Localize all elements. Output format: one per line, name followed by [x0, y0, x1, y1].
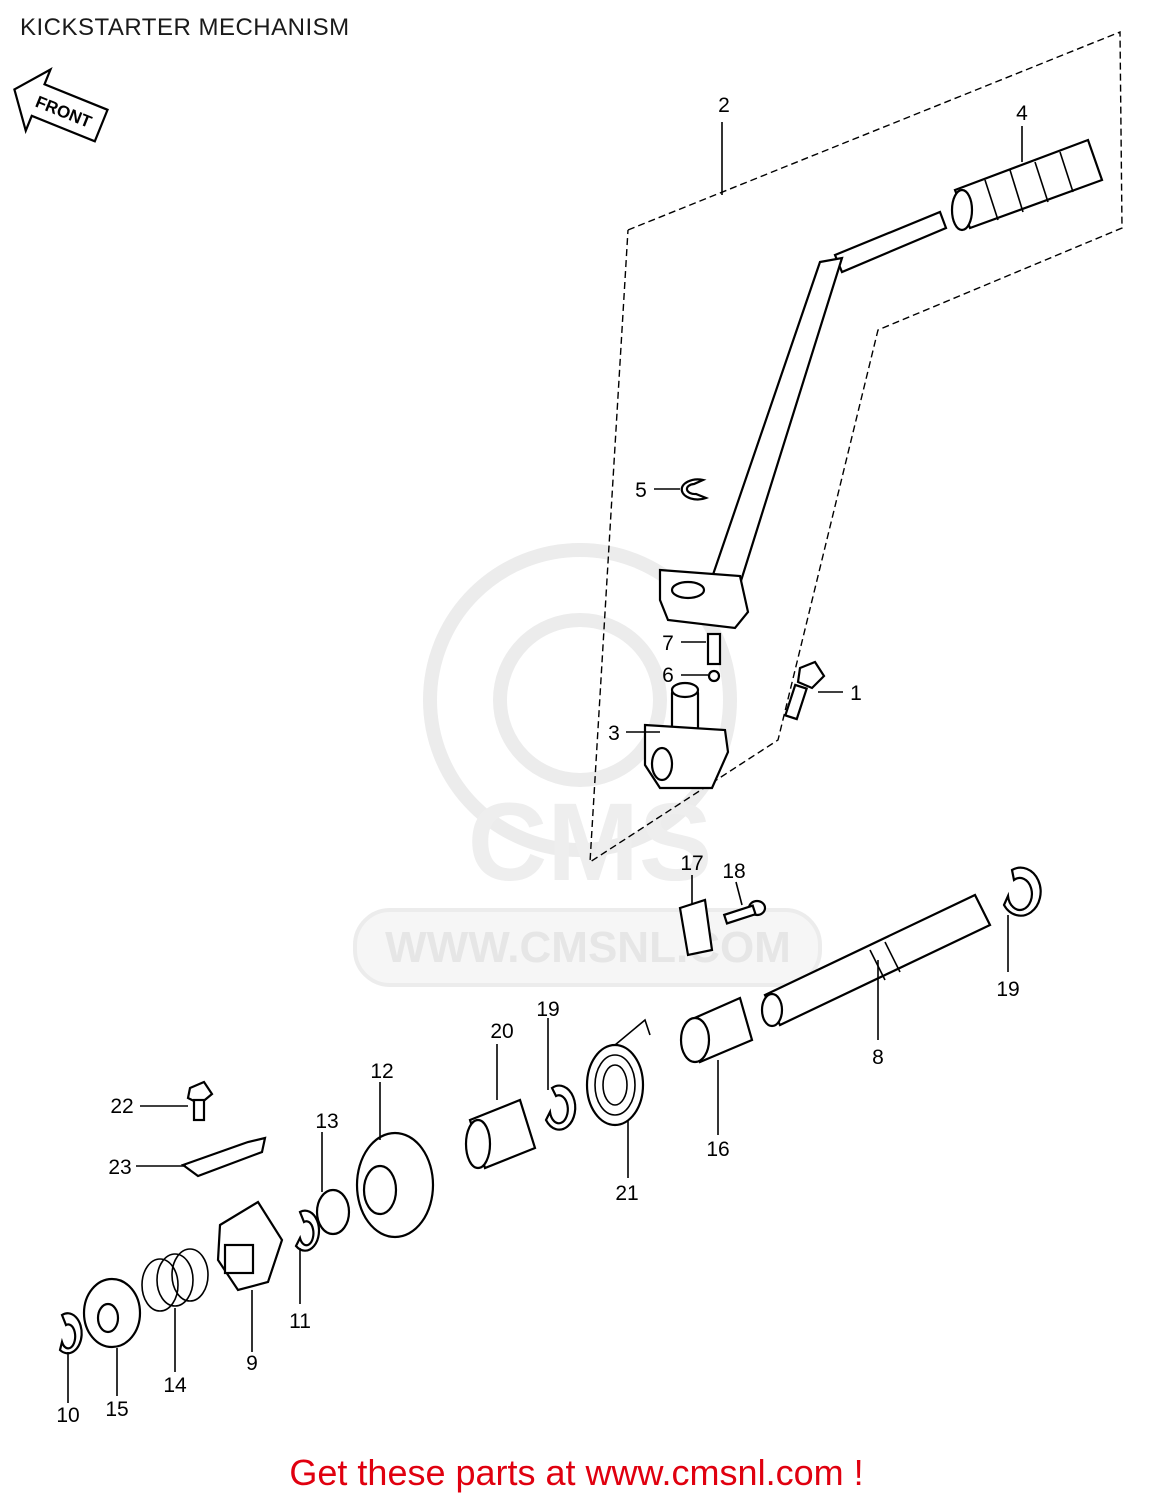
- callout-18: 18: [722, 860, 745, 883]
- callout-19-middle: 19: [536, 998, 559, 1021]
- gear-part-12: [355, 1131, 435, 1239]
- callout-4: 4: [1016, 102, 1028, 125]
- callout-23: 23: [108, 1156, 131, 1179]
- callout-3: 3: [608, 722, 620, 745]
- callout-17: 17: [680, 852, 703, 875]
- spring-guide-part-16: [679, 996, 754, 1064]
- ball-part-6: [707, 669, 721, 683]
- callout-10: 10: [56, 1404, 79, 1427]
- plate-part-23: [180, 1136, 267, 1178]
- assembly-outline: [589, 30, 1123, 864]
- callout-2: 2: [718, 94, 730, 117]
- screw-part-18: [722, 899, 767, 925]
- callout-14: 14: [163, 1374, 187, 1397]
- kick-lever-part: [658, 210, 948, 630]
- kick-spring-part-21: [585, 1018, 651, 1127]
- plate-part-17: [678, 898, 714, 957]
- bolt-part-22: [186, 1080, 214, 1122]
- ratchet-part-9: [216, 1200, 284, 1292]
- callout-15: 15: [105, 1398, 128, 1421]
- leader-lines: [67, 122, 1023, 1403]
- washer-part-13: [315, 1188, 351, 1236]
- callout-20: 20: [490, 1020, 513, 1043]
- callout-19-right: 19: [996, 978, 1019, 1001]
- spring-part-14: [141, 1248, 209, 1312]
- watermark-brand: CMS: [468, 781, 712, 904]
- callout-8: 8: [872, 1046, 884, 1069]
- bolt-part-1: [783, 660, 826, 721]
- callout-11: 11: [289, 1310, 311, 1333]
- collar-part-20: [464, 1098, 537, 1170]
- page-title: KICKSTARTER MECHANISM: [20, 14, 350, 41]
- callout-12: 12: [370, 1060, 393, 1083]
- callout-7: 7: [662, 632, 674, 655]
- circlip-part-10: [58, 1312, 83, 1355]
- circlip-part-19-top: [1002, 866, 1042, 917]
- callout-6: 6: [662, 664, 674, 687]
- callout-1: 1: [850, 682, 862, 705]
- get-parts-link[interactable]: Get these parts at www.cmsnl.com !: [289, 1452, 864, 1493]
- callout-5: 5: [635, 479, 647, 502]
- circlip-part-19-mid: [544, 1084, 577, 1131]
- callout-22: 22: [110, 1095, 133, 1118]
- callout-21: 21: [615, 1182, 638, 1205]
- grip-rubber-part: [950, 138, 1104, 232]
- front-direction-arrow: FRONT: [13, 67, 109, 143]
- pivot-housing-part: [643, 681, 730, 790]
- washer-part-15: [82, 1277, 142, 1349]
- callout-13: 13: [315, 1110, 338, 1133]
- cms-watermark: CMS WWW.CMSNL.COM: [353, 543, 822, 987]
- callout-16: 16: [706, 1138, 729, 1161]
- circlip-part-5: [680, 478, 710, 501]
- watermark-url: WWW.CMSNL.COM: [385, 923, 791, 972]
- spring-part-7: [706, 632, 722, 666]
- circlip-part-11: [294, 1209, 321, 1252]
- callout-9: 9: [246, 1352, 258, 1375]
